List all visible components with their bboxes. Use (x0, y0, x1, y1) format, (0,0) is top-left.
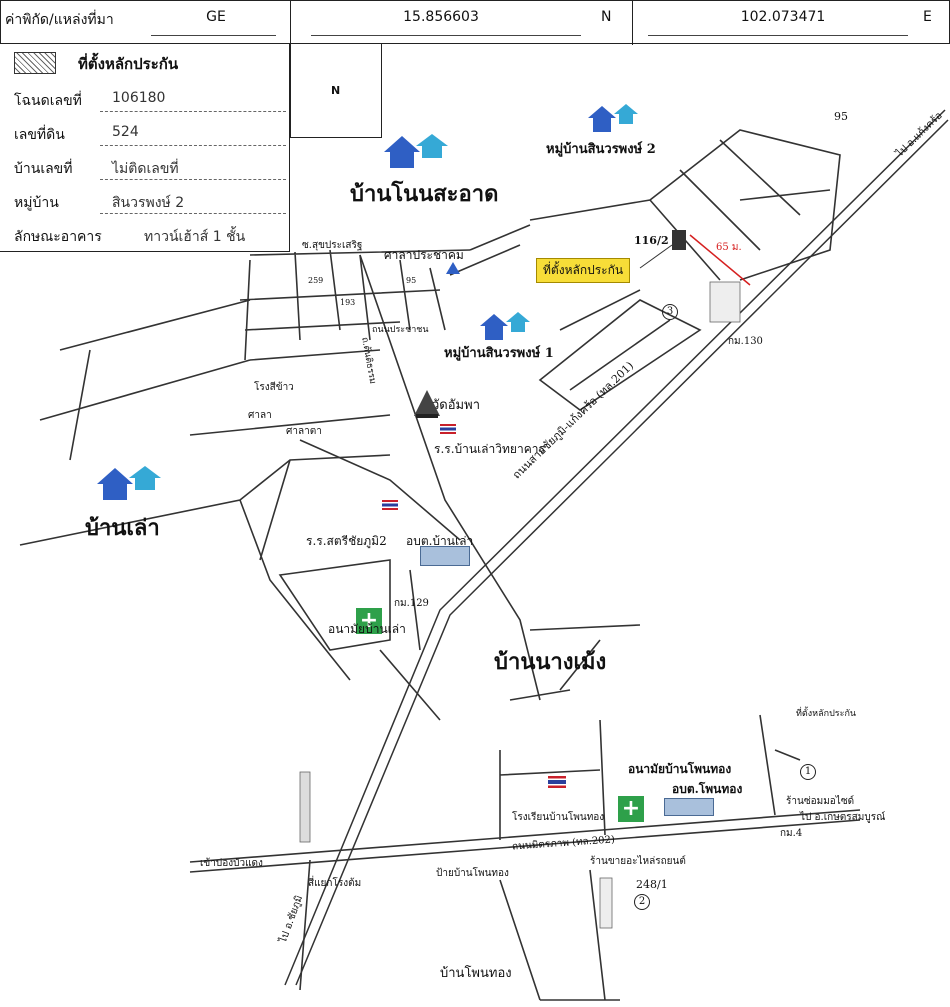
label-collateral-small: ที่ตั้งหลักประกัน (796, 709, 857, 719)
label-clinic-lao: อนามัยบ้านเล่า (328, 622, 406, 636)
label-259: 259 (308, 276, 324, 285)
house-icon (384, 134, 448, 168)
label-km4: กม.4 (780, 828, 803, 839)
north-label: N (331, 84, 341, 97)
collateral-plot-marker (672, 230, 686, 250)
building-icon (420, 546, 470, 566)
label-193: 193 (340, 298, 356, 307)
info-row-village: หมู่บ้าน สินวรพงษ์ 2 (0, 184, 290, 218)
label-soi-suk: ซ.สุขประเสริฐ (302, 240, 363, 251)
temple-icon (414, 390, 440, 418)
deed-value: 106180 (112, 90, 166, 106)
building-icon (664, 798, 714, 816)
collateral-tag: ที่ตั้งหลักประกัน (536, 258, 631, 283)
label-sala-pracha: ศาลาประชาคม (384, 248, 464, 262)
lon-underline (648, 35, 908, 36)
sala-icon (446, 262, 460, 274)
circle-2: 2 (634, 894, 650, 910)
longitude-dir: E (923, 9, 932, 25)
hatch-legend-icon (14, 52, 56, 74)
lat-cell: 15.856603 N (291, 1, 633, 45)
label-road-pracha: ถนนประชาชน (372, 325, 429, 335)
clinic-cross-icon: + (618, 796, 644, 822)
info-row-land: เลขที่ดิน 524 (0, 116, 290, 150)
village-ban-lao: บ้านเล่า (85, 515, 160, 541)
label-to-nong-bua: เข้าบ่องบัวแดง (200, 858, 263, 869)
land-label: เลขที่ดิน (14, 127, 65, 143)
village-sinworapong2: หมู่บ้านสินวรพงษ์ 2 (546, 142, 656, 157)
house-icon (480, 312, 530, 340)
label-shop-parts: ร้านขายอะไหล่รถยนต์ (590, 856, 686, 867)
label-km130: กม.130 (728, 336, 763, 347)
flag-icon (440, 424, 456, 434)
lon-cell: 102.073471 E (633, 1, 950, 45)
label-school-sri: ร.ร.สตรีชัยภูมิ2 (306, 534, 387, 548)
circle-1: 1 (800, 764, 816, 780)
coordinate-header: ค่าพิกัด/แหล่งที่มา GE 15.856603 N 102.0… (0, 0, 950, 45)
label-65m: 65 ม. (716, 242, 742, 253)
collateral-legend-label: ที่ตั้งหลักประกัน (78, 55, 179, 73)
label-95: 95 (834, 110, 848, 123)
lat-underline (311, 35, 581, 36)
village-label: หมู่บ้าน (14, 195, 59, 211)
source-value: GE (206, 9, 226, 25)
label-to-kaset: ไป อ.เกษตรสมบูรณ์ (800, 812, 886, 823)
label-clinic-pho: อนามัยบ้านโพนทอง (628, 762, 732, 776)
building-value: ทาวน์เฮ้าส์ 1 ชั้น (144, 229, 246, 245)
hatched-plots (299, 281, 741, 929)
info-row-house: บ้านเลขที่ ไม่ติดเลขที่ (0, 150, 290, 184)
clinic-cross-icon: + (356, 608, 382, 634)
latitude-dir: N (601, 9, 612, 25)
label-obt-pho: อบต.โพนทอง (672, 782, 743, 796)
house-value: ไม่ติดเลขที่ (112, 161, 179, 177)
label-rice-mill: โรงสีข้าว (254, 382, 294, 393)
info-row-deed: โฉนดเลขที่ 106180 (0, 82, 290, 116)
house-icon (588, 104, 638, 132)
label-95b: 95 (406, 276, 417, 285)
coord-source-label: ค่าพิกัด/แหล่งที่มา (5, 12, 114, 28)
label-sala: ศาลา (248, 410, 272, 421)
label-116-2: 116/2 (634, 234, 669, 247)
label-wat: วัดอัมพา (432, 398, 480, 413)
village-non-sa-at: บ้านโนนสะอาด (350, 181, 499, 207)
info-row-building: ลักษณะอาคาร ทาวน์เฮ้าส์ 1 ชั้น (0, 218, 290, 252)
house-label: บ้านเลขที่ (14, 161, 73, 177)
circle-3: 3 (662, 304, 678, 320)
label-pho-ban: ป้ายบ้านโพนทอง (436, 868, 509, 879)
label-248-1: 248/1 (636, 878, 668, 891)
house-icon (97, 466, 161, 500)
label-sam-yaek: สี่แยกโรงต้ม (308, 878, 362, 889)
distance-arrow (689, 234, 751, 286)
flag-icon (382, 500, 398, 510)
label-km129: กม.129 (394, 598, 429, 609)
land-value: 524 (112, 124, 139, 140)
label-shop-right: ร้านซ่อมมอไซด์ (786, 796, 855, 807)
village-pho-thong: บ้านโพนทอง (440, 966, 512, 981)
label-sala-ta: ศาลาตา (286, 426, 322, 437)
label-school-lao: ร.ร.บ้านเล่าวิทยาคาร (434, 442, 545, 456)
flag-icon (548, 776, 566, 788)
label-obt-lao: อบต.บ้านเล่า (406, 534, 474, 548)
source-underline (151, 35, 276, 36)
village-nang-meng: บ้านนางเม้ง (494, 649, 607, 675)
building-label: ลักษณะอาคาร (14, 229, 102, 245)
village-sinworapong1: หมู่บ้านสินวรพงษ์ 1 (444, 346, 554, 361)
latitude-value: 15.856603 (403, 9, 479, 25)
deed-label: โฉนดเลขที่ (14, 93, 82, 109)
label-school-pho: โรงเรียนบ้านโพนทอง (512, 812, 605, 823)
source-cell: ค่าพิกัด/แหล่งที่มา GE (1, 1, 291, 45)
road-network (19, 109, 949, 1001)
property-info-box: ที่ตั้งหลักประกัน โฉนดเลขที่ 106180 เลขท… (0, 44, 290, 252)
longitude-value: 102.073471 (740, 9, 826, 25)
compass-box: N (290, 44, 382, 138)
village-value: สินวรพงษ์ 2 (112, 195, 185, 211)
